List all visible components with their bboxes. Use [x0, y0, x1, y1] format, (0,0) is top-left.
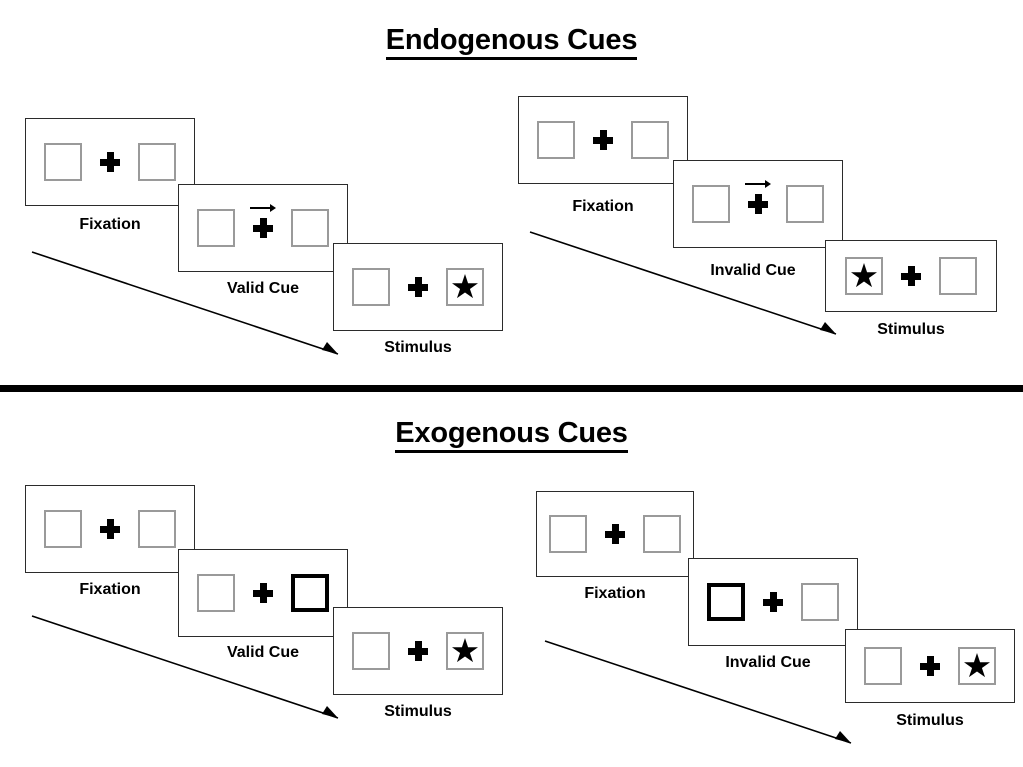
section-title-exogenous: Exogenous Cues	[0, 417, 1023, 453]
caption-exogenous-valid-fixation: Fixation	[79, 581, 141, 598]
diagonal-arrow-icon-endogenous-invalid	[529, 231, 837, 335]
placeholder-box-left	[352, 268, 390, 306]
plus-icon	[100, 519, 120, 539]
cued-box-left	[707, 583, 745, 621]
placeholder-box-left	[44, 510, 82, 548]
caption-exogenous-valid-stimulus: Stimulus	[384, 703, 452, 720]
plus-icon	[920, 656, 940, 676]
placeholder-box-left	[537, 121, 575, 159]
panel-endogenous-valid-stimulus[interactable]	[333, 243, 503, 331]
target-box-left	[845, 257, 883, 295]
caption-exogenous-invalid-fixation: Fixation	[584, 585, 646, 602]
diagonal-arrow-icon-exogenous-invalid	[544, 640, 852, 744]
plus-icon	[605, 524, 625, 544]
plus-icon	[253, 583, 273, 603]
placeholder-box-right	[291, 209, 329, 247]
section-title-endogenous-text: Endogenous Cues	[385, 24, 637, 60]
diagonal-arrow-icon-exogenous-valid	[31, 615, 339, 719]
placeholder-box-left	[549, 515, 587, 553]
panel-endogenous-valid-fixation[interactable]	[25, 118, 195, 206]
plus-icon	[250, 203, 276, 238]
panel-endogenous-invalid-stimulus[interactable]	[825, 240, 997, 312]
caption-endogenous-valid-fixation: Fixation	[79, 216, 141, 233]
section-title-endogenous: Endogenous Cues	[0, 24, 1023, 60]
section-title-exogenous-text: Exogenous Cues	[395, 417, 628, 453]
panel-exogenous-invalid-fixation[interactable]	[536, 491, 694, 577]
panel-endogenous-invalid-fixation[interactable]	[518, 96, 688, 184]
plus-icon	[745, 179, 771, 214]
placeholder-box-left	[352, 632, 390, 670]
plus-icon	[408, 277, 428, 297]
panel-exogenous-valid-cue[interactable]	[178, 549, 348, 637]
cued-box-right	[291, 574, 329, 612]
section-divider	[0, 385, 1023, 392]
placeholder-box-left	[864, 647, 902, 685]
plus-icon	[763, 592, 783, 612]
placeholder-box-left	[197, 574, 235, 612]
panel-endogenous-valid-cue[interactable]	[178, 184, 348, 272]
placeholder-box-left	[692, 185, 730, 223]
diagonal-arrow-icon-endogenous-valid	[31, 251, 339, 355]
placeholder-box-right	[786, 185, 824, 223]
star-icon	[964, 653, 990, 678]
target-box-right	[446, 632, 484, 670]
placeholder-box-right	[801, 583, 839, 621]
plus-icon	[408, 641, 428, 661]
panel-exogenous-invalid-cue[interactable]	[688, 558, 858, 646]
panel-exogenous-invalid-stimulus[interactable]	[845, 629, 1015, 703]
placeholder-box-right	[138, 510, 176, 548]
placeholder-box-left	[44, 143, 82, 181]
caption-exogenous-invalid-stimulus: Stimulus	[896, 712, 964, 729]
plus-icon	[593, 130, 613, 150]
panel-exogenous-valid-stimulus[interactable]	[333, 607, 503, 695]
target-box-right	[446, 268, 484, 306]
caption-endogenous-invalid-fixation: Fixation	[572, 198, 634, 215]
caption-endogenous-valid-stimulus: Stimulus	[384, 339, 452, 356]
star-icon	[452, 274, 478, 299]
caption-exogenous-valid-cue: Valid Cue	[226, 644, 300, 661]
star-icon	[851, 263, 877, 288]
arrow-right-icon	[250, 203, 276, 212]
caption-endogenous-invalid-cue: Invalid Cue	[710, 262, 796, 279]
plus-icon	[901, 266, 921, 286]
placeholder-box-right	[138, 143, 176, 181]
placeholder-box-right	[631, 121, 669, 159]
plus-icon	[100, 152, 120, 172]
panel-exogenous-valid-fixation[interactable]	[25, 485, 195, 573]
target-box-right	[958, 647, 996, 685]
arrow-right-icon	[745, 179, 771, 188]
caption-endogenous-valid-cue: Valid Cue	[226, 280, 300, 297]
placeholder-box-right	[643, 515, 681, 553]
placeholder-box-left	[197, 209, 235, 247]
placeholder-box-right	[939, 257, 977, 295]
star-icon	[452, 638, 478, 663]
panel-endogenous-invalid-cue[interactable]	[673, 160, 843, 248]
caption-exogenous-invalid-cue: Invalid Cue	[725, 654, 811, 671]
caption-endogenous-invalid-stimulus: Stimulus	[877, 321, 945, 338]
